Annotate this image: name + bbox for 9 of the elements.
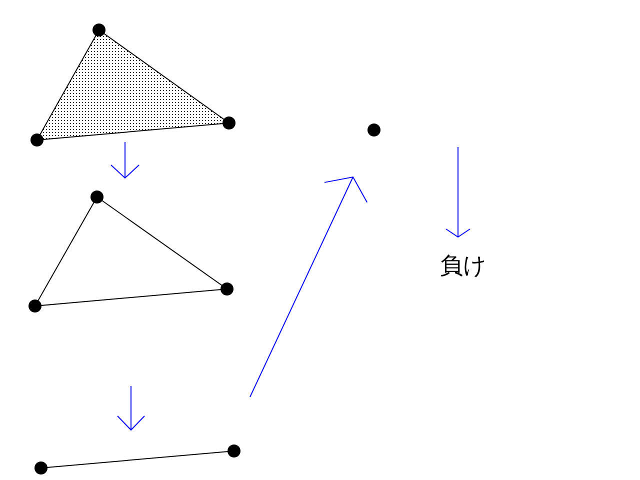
triangle-drawing <box>28 190 234 313</box>
arrow <box>117 386 145 430</box>
result-label: 負け <box>440 253 487 280</box>
arrow <box>250 176 368 398</box>
dot-icon <box>367 123 381 137</box>
shaded-triangle-drawing <box>30 23 236 147</box>
arrow <box>446 146 470 238</box>
line-segment-drawing <box>34 444 241 475</box>
arrow <box>110 142 140 178</box>
